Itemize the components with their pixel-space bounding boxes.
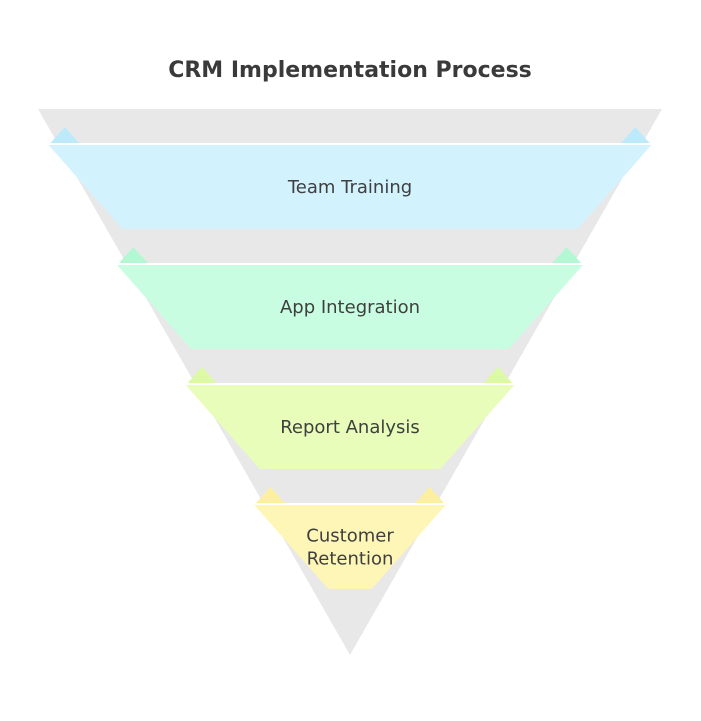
stage-tab-right xyxy=(550,247,583,265)
stage-tab-left xyxy=(48,127,81,145)
stage-band xyxy=(185,385,515,469)
stage-label: Retention xyxy=(307,549,394,570)
stage-label: Team Training xyxy=(287,177,412,198)
stage-band xyxy=(48,145,652,229)
stage-label: Customer xyxy=(306,526,394,547)
stage-tab-left xyxy=(117,247,150,265)
diagram-title: CRM Implementation Process xyxy=(168,58,532,83)
funnel-backdrop xyxy=(38,109,662,655)
stage-band xyxy=(254,505,446,589)
stage-band xyxy=(117,265,583,349)
stage-label: App Integration xyxy=(280,297,420,318)
stage-label: Report Analysis xyxy=(280,417,420,438)
stage-tab-right xyxy=(619,127,652,145)
stage-tab-left xyxy=(185,367,219,385)
stage-tab-right xyxy=(413,487,446,505)
stage-tab-right xyxy=(481,367,515,385)
stage-tab-left xyxy=(254,487,287,505)
